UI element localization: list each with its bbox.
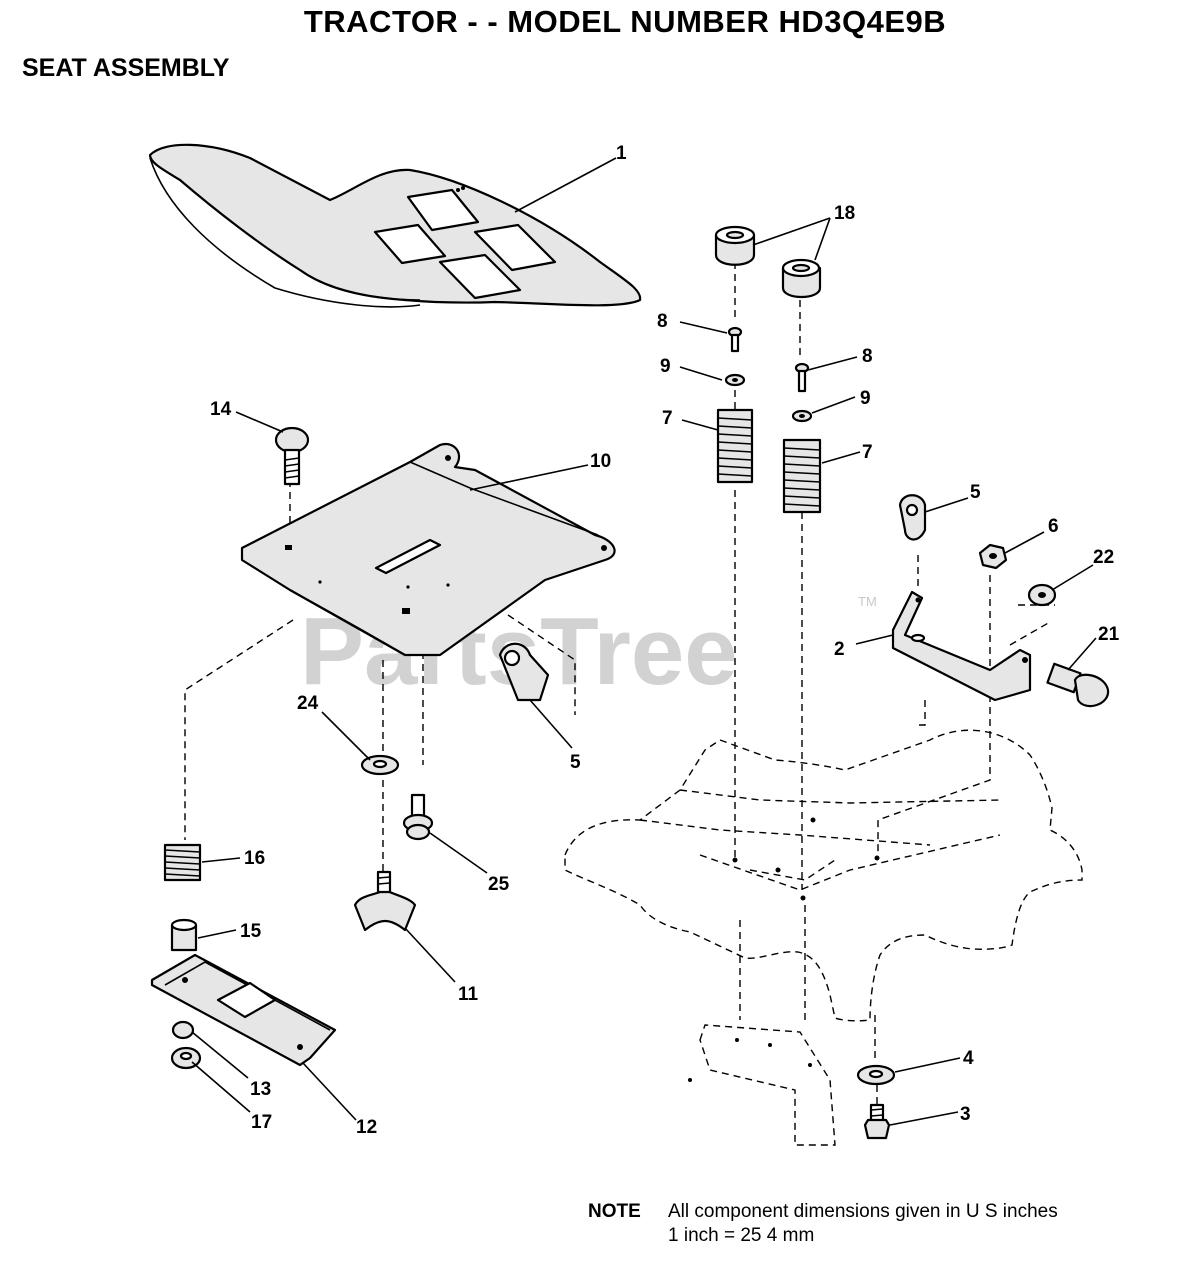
callout-12: 12	[356, 1117, 377, 1138]
bracket-plate-part-12[interactable]	[150, 953, 337, 1067]
callout-18: 18	[834, 203, 855, 224]
washer-part-9-right[interactable]	[791, 409, 813, 423]
hex-nut-part-6[interactable]	[978, 543, 1008, 570]
shoulder-bolt-part-25[interactable]	[402, 793, 434, 841]
bolt-part-8-left[interactable]	[727, 326, 743, 353]
bumper-part-18-right[interactable]	[781, 258, 822, 299]
clip-part-5-right[interactable]	[898, 494, 927, 541]
assembly-lines	[184, 262, 1055, 1110]
tractor-frame	[564, 729, 1083, 1146]
callout-7-left: 7	[662, 408, 673, 429]
clip-part-5-left[interactable]	[498, 642, 550, 702]
callout-3: 3	[960, 1104, 971, 1125]
callout-2: 2	[834, 639, 845, 660]
lock-nut-part-22[interactable]	[1027, 583, 1057, 607]
callout-24: 24	[297, 693, 319, 714]
spring-part-7-right[interactable]	[782, 438, 822, 514]
callout-22: 22	[1093, 547, 1114, 568]
bolt-part-8-right[interactable]	[794, 362, 810, 393]
callouts: 1 18 8 9 7 8 9 7 14 10 5 6 22 21 2 24 5 …	[210, 143, 1120, 1138]
callout-13: 13	[250, 1079, 271, 1100]
knob-part-11[interactable]	[353, 870, 417, 932]
callout-5-right: 5	[970, 482, 981, 503]
callout-6: 6	[1048, 516, 1059, 537]
callout-4: 4	[963, 1048, 974, 1069]
callout-1: 1	[616, 143, 627, 164]
callout-7-right: 7	[862, 442, 873, 463]
note: NOTE All component dimensions given in U …	[588, 1200, 1058, 1248]
section-title: SEAT ASSEMBLY	[22, 54, 230, 82]
bumper-part-18-left[interactable]	[714, 225, 756, 266]
note-label: NOTE	[588, 1201, 641, 1222]
spacer-part-15[interactable]	[170, 918, 198, 952]
callout-8-left: 8	[657, 311, 668, 332]
callout-14: 14	[210, 399, 232, 420]
callout-10: 10	[590, 451, 611, 472]
washer-part-4[interactable]	[856, 1064, 896, 1086]
washer-part-9-left[interactable]	[724, 373, 746, 387]
knob-bolt-part-21[interactable]	[1046, 662, 1110, 708]
callout-17: 17	[251, 1112, 272, 1133]
watermark-tm: TM	[858, 594, 877, 609]
callout-9-right: 9	[860, 388, 871, 409]
bolt-part-3[interactable]	[863, 1103, 891, 1140]
spring-part-7-left[interactable]	[716, 408, 754, 484]
callout-16: 16	[244, 848, 265, 869]
callout-8-right: 8	[862, 346, 873, 367]
seat-part-1[interactable]	[148, 143, 642, 308]
seat-pan-part-10[interactable]	[240, 442, 616, 657]
note-line-2: 1 inch = 25 4 mm	[668, 1225, 815, 1246]
callout-15: 15	[240, 921, 262, 942]
callout-9-left: 9	[660, 356, 671, 377]
spring-part-16[interactable]	[163, 843, 202, 882]
washer-part-24[interactable]	[360, 754, 400, 776]
callout-25: 25	[488, 874, 510, 895]
leader-lines	[191, 157, 1097, 1126]
nut-part-13[interactable]	[171, 1020, 195, 1040]
note-line-1: All component dimensions given in U S in…	[668, 1201, 1058, 1222]
page-title: TRACTOR - - MODEL NUMBER HD3Q4E9B	[303, 4, 947, 39]
callout-21: 21	[1098, 624, 1120, 645]
callout-11: 11	[458, 984, 479, 1005]
carriage-bolt-part-14[interactable]	[274, 426, 310, 486]
callout-5-left: 5	[570, 752, 581, 773]
bracket-part-2[interactable]	[891, 590, 1032, 702]
